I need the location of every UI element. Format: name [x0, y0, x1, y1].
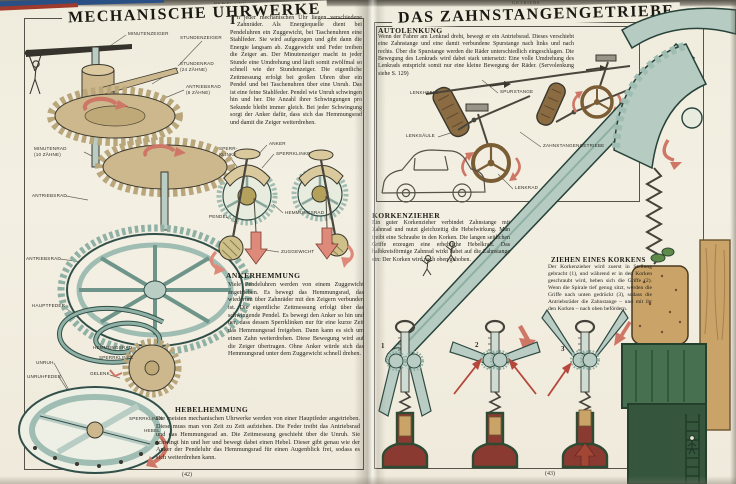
- label-unruh: UNRUH: [36, 360, 54, 365]
- label-lenkhebel: LENKHEBEL: [410, 90, 439, 95]
- label-sperrklinke-esc: SPERRKLINKE: [276, 151, 311, 156]
- cork-1: [398, 415, 412, 437]
- label-unruhfeder: UNRUHFEDER: [27, 374, 62, 379]
- clockwork-illustration: [18, 34, 354, 474]
- anchor-escapement-left: [209, 148, 278, 275]
- label-sperrklinke-split: SPERR- KLINKE: [219, 146, 238, 157]
- right-page-number: (43): [545, 471, 555, 477]
- front-tire-right: [536, 82, 566, 126]
- ziehen-paragraph: Der Korkenzieher wird zuerst in Stellung…: [548, 264, 652, 312]
- pendulum-rod: [230, 158, 249, 244]
- label-pendel: PENDEL: [209, 214, 229, 219]
- autolenkung-paragraph: Wenn der Fahrer am Lenkrad dreht, bewegt…: [378, 34, 574, 77]
- ankerhemmung-paragraph: Viele Pendeluhren werden von einem Zugge…: [228, 281, 364, 358]
- label-hemmungsrad-esc: HEMMUNGSRAD: [285, 210, 325, 215]
- photo-top-edge: [0, 0, 736, 7]
- ladder: [685, 414, 700, 484]
- korkenzieher-paragraph: Ein guter Korkenzieher verbindet Zahnsta…: [372, 220, 510, 263]
- rack-housing-1: [465, 103, 489, 112]
- gelenk-lever-arrow: [109, 369, 123, 378]
- left-page-number: (42): [182, 472, 192, 478]
- corkscrew-step-2: [449, 319, 541, 469]
- label-gelenk: GELENK: [90, 371, 110, 376]
- step-number-2: 2: [475, 341, 479, 349]
- cork-3-raised: [578, 409, 592, 427]
- car-sketch: [381, 149, 486, 203]
- step-number-1: 1: [381, 342, 385, 350]
- korkenzieher-heading: KORKENZIEHER: [372, 211, 441, 220]
- intro-dropcap: I: [230, 13, 236, 28]
- label-zahnstangengetriebe: ZAHNSTANGENGETRIEBE: [543, 143, 605, 148]
- bottle-body-2: [471, 442, 519, 469]
- rotation-arrow-top: [82, 96, 128, 112]
- weight-arrow: [244, 231, 268, 265]
- rotation-arrow-mid: [143, 144, 186, 158]
- steering-wheel-1: [471, 143, 511, 183]
- corkscrew-step-3: [541, 308, 629, 469]
- right-running-head: GETRIEBE: [512, 0, 541, 5]
- hebelhemmung-paragraph: Die meisten mechanischen Uhrwerke werden…: [156, 415, 360, 462]
- label-hauptfeder: HAUPTFEDER: [32, 303, 66, 308]
- label-zuggewicht: ZUGGEWICHT: [281, 249, 315, 254]
- pinion-hub: [681, 107, 703, 129]
- label-sperrklinke-bottom: SPERRKLINKE: [129, 416, 164, 421]
- tie-rods: [425, 61, 631, 146]
- giant-corkscrew-machine: [385, 7, 736, 484]
- label-stundenzeiger: STUNDENZEIGER: [180, 35, 222, 40]
- front-tire-left: [432, 86, 470, 138]
- rack-and-pinion-illustration: [378, 7, 736, 484]
- corkscrew-step-1: [378, 319, 432, 469]
- rotation-arrow-bottom: [146, 434, 168, 468]
- minute-hand: [26, 44, 132, 57]
- label-minutenrad: MINUTENRAD (10 ZÄHNE): [34, 146, 67, 157]
- climbing-figures: [421, 241, 457, 277]
- rod-arrows: [489, 67, 601, 87]
- label-antriebsrad-b: ANTRIEBSRAD: [26, 256, 61, 261]
- label-hemmungsrad: HEMMUNGSRAD: [93, 345, 133, 350]
- photo-bottom-edge: [0, 476, 736, 484]
- giant-cork: [631, 247, 689, 345]
- label-minutenzeiger: MINUTENZEIGER: [128, 31, 169, 36]
- label-lenkrad: LENKRAD: [515, 185, 539, 190]
- pendulum-bob: [218, 235, 244, 261]
- giant-screw: [644, 167, 664, 265]
- step-number-3: 3: [561, 345, 565, 353]
- hanging-man-figure: [28, 54, 42, 95]
- bottle-body-1: [381, 442, 429, 469]
- steering-wheel-2: [580, 85, 614, 119]
- press-frame: [621, 343, 707, 409]
- anchor-escapement-right: [291, 149, 354, 268]
- ankerhemmung-heading: ANKERHEMMUNG: [226, 271, 301, 280]
- gear-train: [18, 44, 253, 474]
- label-antriebsrad-8: ANTRIEBSRAD (8 ZÄHNE): [186, 84, 221, 95]
- balance-wheel-drum: [18, 386, 172, 474]
- ratchet-wheel: [122, 338, 182, 398]
- ladder-figure: [687, 435, 697, 455]
- label-stundenrad: STUNDENRAD (24 ZÄHNE): [180, 61, 214, 72]
- steering-diagram: [425, 54, 631, 183]
- ziehen-heading: ZIEHEN EINES KORKENS: [551, 256, 646, 264]
- label-antriebsrad-a: ANTRIEBSRAD: [32, 193, 67, 198]
- autolenkung-heading: AUTOLENKUNG: [378, 26, 443, 35]
- page-gutter-shadow: [354, 0, 386, 484]
- label-lenksaeule: LENKSÄULE: [406, 133, 435, 138]
- label-spurstange: SPURSTANGE: [500, 89, 534, 94]
- anchor-pallet: [223, 164, 271, 187]
- rack-housing-2: [595, 54, 617, 62]
- label-sperrklinke-mid: SPERRKLINKE: [99, 355, 134, 360]
- hour-wheel-gear: [47, 86, 183, 146]
- gear-sector: [613, 43, 708, 170]
- label-anker: ANKER: [269, 141, 286, 146]
- cork-up-arrow: [574, 442, 596, 467]
- hebelhemmung-heading: HEBELHEMMUNG: [175, 405, 249, 414]
- label-hebel: HEBEL: [144, 428, 161, 433]
- corkscrew-handle-top: [620, 7, 736, 50]
- cork-2: [488, 416, 502, 436]
- press-base: [627, 403, 707, 484]
- photo-right-edge: [730, 0, 736, 484]
